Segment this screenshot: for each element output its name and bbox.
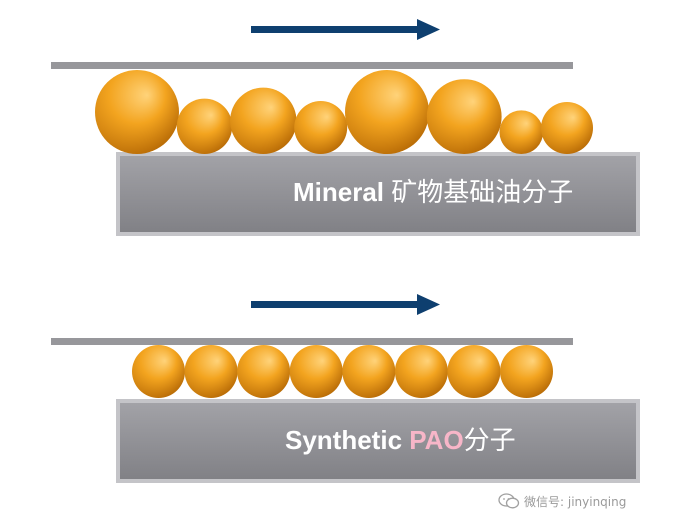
motion-arrow-head [417,294,440,315]
watermark-text: 微信号: jinyinqing [524,494,627,509]
oil-molecule [541,102,593,154]
oil-molecule [499,110,544,154]
label-prefix: Synthetic [285,425,409,455]
wechat-icon [498,493,520,509]
plate-label: Mineral 矿物基础油分子 [293,177,573,207]
plate-label: Synthetic PAO分子 [285,425,516,455]
oil-molecule [500,345,553,398]
motion-arrow-icon [251,19,440,40]
oil-molecule [184,345,238,398]
motion-arrow-icon [251,294,440,315]
oil-molecule [342,345,396,398]
oil-molecule [132,345,185,398]
synthetic-panel: Synthetic PAO分子 [51,294,640,483]
oil-molecule [176,98,233,154]
upper-rail [51,62,573,69]
label-prefix: Mineral [293,177,391,207]
base-plate [116,399,640,483]
oil-molecule [289,345,343,398]
oil-molecule [394,345,448,398]
motion-arrow-head [417,19,440,40]
oil-molecule [426,79,502,154]
oil-molecule [230,87,297,154]
oil-molecule [345,70,429,154]
label-highlight: PAO [409,425,463,455]
oil-molecule [237,345,291,398]
oil-molecule [447,345,501,398]
upper-rail [51,338,573,345]
oil-molecule [294,101,348,154]
motion-arrow-shaft [251,301,417,308]
label-suffix: 矿物基础油分子 [391,177,573,207]
molecule-row-mineral [95,70,593,154]
watermark: 微信号: jinyinqing [498,491,626,511]
mineral-panel: Mineral 矿物基础油分子 [51,19,640,236]
base-plate [116,152,640,236]
motion-arrow-shaft [251,26,417,33]
oil-molecule [95,70,179,154]
molecule-row-synthetic [132,345,553,398]
label-suffix: 分子 [464,425,516,455]
